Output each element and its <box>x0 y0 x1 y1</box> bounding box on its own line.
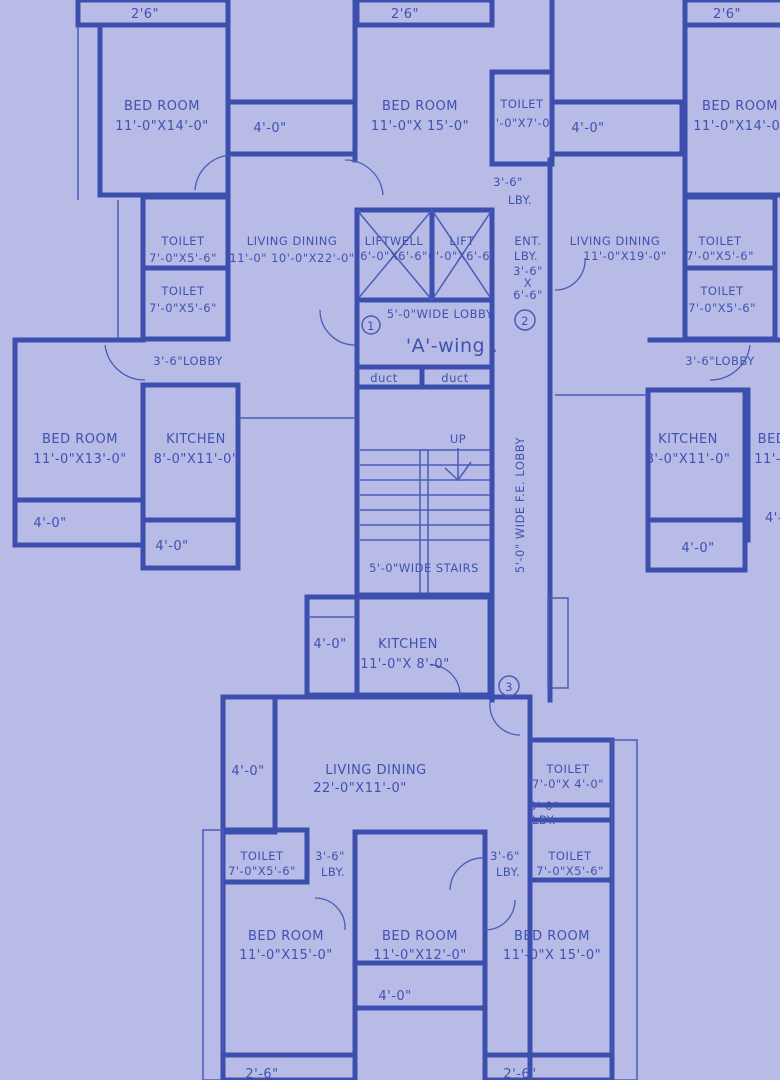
lobby-size: 3'-6" <box>315 849 345 863</box>
marker-2: 2 <box>521 314 529 328</box>
marker-circle <box>498 675 520 697</box>
room-size: 7'-0"X5'-6" <box>686 249 754 263</box>
lobby-label: LBY. <box>532 813 556 827</box>
room-size: 11'-0"X15'-0" <box>239 948 333 963</box>
balcony-label: 2'6" <box>713 7 741 22</box>
room-name: LBY. <box>514 249 538 263</box>
room-size: 11'-0"X14'-0" <box>115 119 209 134</box>
fe-lobby-label: 5'-0" WIDE F.E. LOBBY <box>513 436 527 573</box>
room-size: 7'-0"X5'-6" <box>536 864 604 878</box>
room-name: BED ROOM <box>702 99 778 114</box>
balcony-label: 4'-0" <box>253 121 286 136</box>
balcony-label: 2'-6" <box>245 1067 278 1080</box>
balcony-label: 4'-0" <box>378 989 411 1004</box>
lobby-size: 3'-6" <box>490 849 520 863</box>
room-size: 11'-0"X 15'-0" <box>371 119 469 134</box>
room-name: BED ROOM <box>42 432 118 447</box>
lobby-size: 3'-6" <box>493 175 523 189</box>
room-name: TOILET <box>547 849 592 863</box>
wing-title: 'A'-wing . <box>406 335 498 357</box>
balcony-label: 4'-0" <box>313 637 346 652</box>
room-size: 11'-0"X 8'-0" <box>360 657 449 672</box>
room-name: BED ROOM <box>248 929 324 944</box>
room-size: 11'-0 <box>754 452 780 467</box>
room-name: KITCHEN <box>658 432 718 447</box>
room-name: TOILET <box>160 284 205 298</box>
room-size: 8'-0"X11'-0" <box>154 452 239 467</box>
room-size: 11'-0"X13'-0" <box>33 452 127 467</box>
room-size: 11'-0"X12'-0" <box>373 948 467 963</box>
room-name: TOILET <box>499 97 544 111</box>
balcony-label: 2'6" <box>391 7 419 22</box>
lobby-label: 3'-6"LOBBY <box>153 354 223 368</box>
lobby-label: LBY. <box>508 193 532 207</box>
room-size: 11'-0"X14'-0" <box>693 119 780 134</box>
lobby-label: 5'-0"WIDE LOBBY <box>387 307 494 321</box>
room-name: TOILET <box>699 284 744 298</box>
room-name: BED ROOM <box>382 929 458 944</box>
room-size: 11'-0"X19'-0" <box>583 249 666 263</box>
room-name: LIFTWELL <box>365 234 424 248</box>
room-size: 6'-0"X6'-6" <box>428 249 496 263</box>
room-size: 8'-0"X11'-0" <box>646 452 731 467</box>
room-name: BED ROOM <box>514 929 590 944</box>
balcony-label: 4'-0" <box>33 516 66 531</box>
duct-label: duct <box>441 371 468 385</box>
room-name: LIVING DINING <box>247 234 337 248</box>
marker-circle <box>514 309 536 331</box>
lobby-label: LBY. <box>496 865 520 879</box>
room-name: BED ROOM <box>382 99 458 114</box>
balcony-label: 2'-6" <box>503 1067 536 1080</box>
room-size: 5'-0"X7'-0" <box>488 116 556 130</box>
balcony-label: 4'- <box>765 511 780 526</box>
room-size: 6'-0"X6'-6" <box>360 249 428 263</box>
room-name: TOILET <box>697 234 742 248</box>
balcony-label: 4'-0" <box>155 539 188 554</box>
balcony-label: 4'-0" <box>681 541 714 556</box>
balcony-label: 2'6" <box>131 7 159 22</box>
room-name: KITCHEN <box>166 432 226 447</box>
room-name: KITCHEN <box>378 637 438 652</box>
marker-3: 3 <box>505 680 513 694</box>
room-name: BED ROOM <box>124 99 200 114</box>
marker-1: 1 <box>367 319 375 333</box>
stair-up-label: UP <box>450 432 466 446</box>
room-size: 7'-0"X 4'-0" <box>532 777 604 791</box>
room-name: LIVING DINING <box>570 234 660 248</box>
room-name: TOILET <box>545 762 590 776</box>
room-size: 7'-0"X5'-6" <box>228 864 296 878</box>
duct-label: duct <box>370 371 397 385</box>
stairs-label: 5'-0"WIDE STAIRS <box>369 561 479 575</box>
lobby-label: 3'-6"LOBBY <box>685 354 755 368</box>
room-name: BED <box>758 432 780 447</box>
door-swings <box>104 154 751 931</box>
room-name: TOILET <box>239 849 284 863</box>
balcony-label: 4'-0" <box>231 764 264 779</box>
room-size: 11'-0" 10'-0"X22'-0" <box>229 251 354 265</box>
room-name: TOILET <box>160 234 205 248</box>
room-size: 22'-0"X11'-0" <box>313 781 407 796</box>
room-name: LIVING DINING <box>325 763 426 778</box>
stair-treads <box>360 448 490 596</box>
room-size: 3'-6" <box>513 264 543 278</box>
balcony-label: 4'-0" <box>571 121 604 136</box>
room-name: LIFT <box>449 234 475 248</box>
walls <box>12 0 780 1080</box>
marker-circle <box>361 315 381 335</box>
room-size: X <box>524 276 532 290</box>
lobby-size: 3'-0" <box>529 799 559 813</box>
room-size: 11'-0"X 15'-0" <box>503 948 601 963</box>
room-size: 6'-6" <box>513 288 543 302</box>
room-size: 7'-0"X5'-6" <box>688 301 756 315</box>
room-size: 7'-0"X5'-6" <box>149 301 217 315</box>
room-size: 7'-0"X5'-6" <box>149 251 217 265</box>
lobby-label: LBY. <box>321 865 345 879</box>
room-name: ENT. <box>514 234 541 248</box>
